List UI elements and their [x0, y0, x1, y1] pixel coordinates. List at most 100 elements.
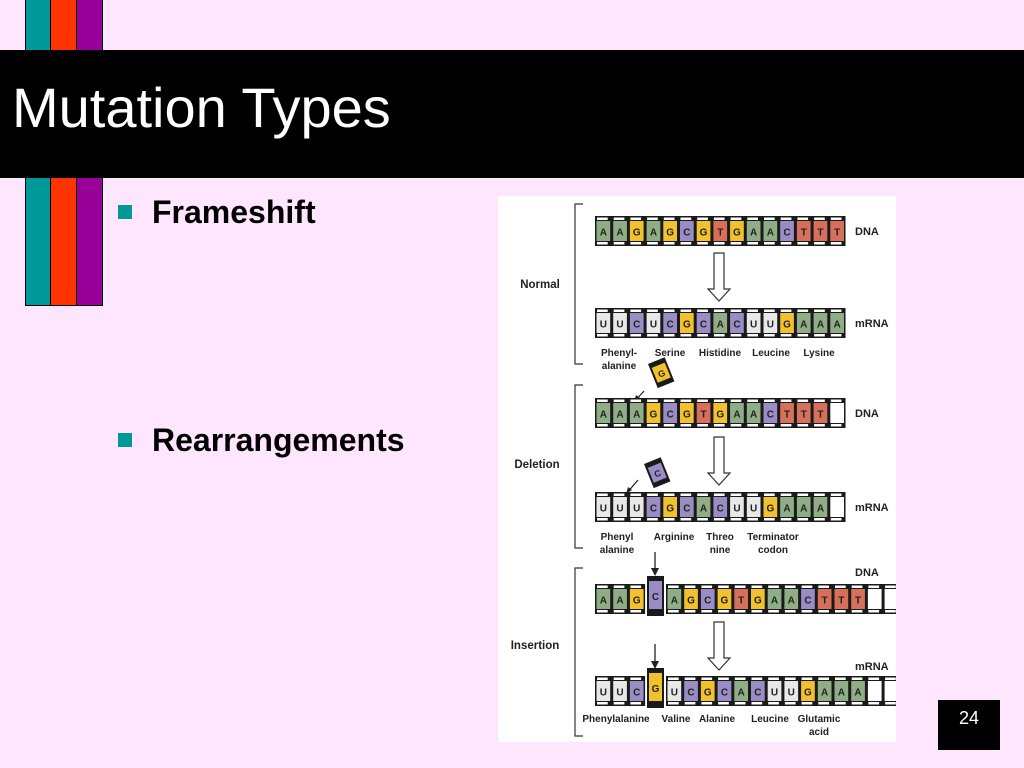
- nucleotide-base: G: [683, 320, 691, 331]
- sprocket-hole: [597, 334, 608, 337]
- nucleotide-base: T: [817, 228, 823, 239]
- sprocket-hole: [613, 217, 625, 220]
- nucleotide-base: G: [700, 228, 708, 239]
- nucleotide-cell: [751, 589, 765, 609]
- nucleotide-base: T: [855, 596, 861, 607]
- nucleotide-cell: [696, 221, 711, 241]
- insertion-pointer-arrow-icon: [651, 568, 659, 576]
- nucleotide-base: U: [616, 320, 623, 331]
- sprocket-hole: [851, 702, 863, 705]
- inserted-mrna-base: G: [652, 684, 660, 695]
- insertion-amino-acid: Alanine: [699, 714, 736, 725]
- sprocket-hole: [764, 424, 775, 427]
- sprocket-hole: [713, 334, 725, 337]
- sprocket-hole: [818, 702, 829, 705]
- sprocket-hole: [780, 399, 792, 402]
- deletion-amino-acid: Arginine: [654, 532, 695, 543]
- insertion-amino-acid: Leucine: [751, 714, 789, 725]
- nucleotide-base: C: [667, 410, 674, 421]
- sprocket-hole: [680, 309, 692, 312]
- sprocket-hole: [851, 677, 863, 680]
- sprocket-hole: [597, 217, 608, 220]
- sprocket-hole: [851, 610, 863, 613]
- nucleotide-cell: [596, 221, 611, 241]
- nucleotide-base: T: [801, 228, 807, 239]
- empty-cell: [830, 403, 844, 423]
- nucleotide-cell: [613, 681, 627, 701]
- deletion-amino-acid: Terminator: [747, 532, 799, 543]
- normal-amino-acid: Histidine: [699, 348, 742, 359]
- sprocket-hole: [630, 399, 642, 402]
- sprocket-hole: [630, 217, 642, 220]
- nucleotide-cell: [667, 681, 682, 701]
- sprocket-hole: [835, 702, 846, 705]
- sprocket-hole: [718, 702, 729, 705]
- sprocket-hole: [730, 217, 742, 220]
- nucleotide-cell: [834, 681, 849, 701]
- nucleotide-base: U: [733, 504, 740, 515]
- nucleotide-base: A: [771, 596, 778, 607]
- sprocket-hole: [830, 334, 842, 337]
- removed-dna-cell: [651, 362, 671, 383]
- sprocket-hole: [784, 610, 796, 613]
- sprocket-hole: [751, 585, 763, 588]
- sprocket-hole: [613, 242, 625, 245]
- sprocket-hole: [868, 677, 880, 680]
- nucleotide-cell: [696, 313, 711, 333]
- sprocket-hole: [835, 585, 846, 588]
- sprocket-hole: [718, 610, 729, 613]
- nucleotide-cell: [684, 589, 698, 609]
- nucleotide-cell: [801, 589, 815, 609]
- nucleotide-cell: [817, 589, 832, 609]
- sprocket-hole: [818, 585, 829, 588]
- sprocket-hole: [780, 242, 792, 245]
- sprocket-hole: [663, 217, 675, 220]
- sprocket-hole: [668, 702, 679, 705]
- sprocket-hole: [680, 217, 692, 220]
- empty-cell: [884, 681, 896, 701]
- sprocket-hole: [818, 610, 829, 613]
- nucleotide-base: U: [600, 688, 607, 699]
- sprocket-hole: [784, 702, 796, 705]
- sprocket-hole: [697, 518, 708, 521]
- sprocket-hole: [663, 518, 675, 521]
- sprocket-hole: [613, 677, 625, 680]
- sprocket-hole: [764, 309, 775, 312]
- nucleotide-cell: [646, 497, 661, 517]
- nucleotide-base: C: [633, 320, 640, 331]
- sprocket-hole: [597, 242, 608, 245]
- empty-cell: [867, 681, 882, 701]
- sprocket-hole: [647, 518, 658, 521]
- nucleotide-cell: [730, 221, 744, 241]
- sprocket-hole: [730, 309, 742, 312]
- nucleotide-cell: [663, 221, 677, 241]
- nucleotide-base: T: [801, 410, 807, 421]
- sprocket-hole: [701, 585, 713, 588]
- sprocket-hole: [830, 217, 842, 220]
- sprocket-hole: [680, 399, 692, 402]
- sprocket-hole: [680, 334, 692, 337]
- sprocket-hole: [630, 677, 642, 680]
- sprocket-hole: [780, 518, 792, 521]
- sprocket-hole: [830, 242, 842, 245]
- sprocket-hole: [830, 309, 842, 312]
- sprocket-hole: [764, 217, 775, 220]
- sprocket-hole: [647, 217, 658, 220]
- nucleotide-base: C: [683, 504, 690, 515]
- empty-cell: [830, 497, 844, 517]
- nucleotide-base: U: [750, 504, 757, 515]
- nucleotide-base: G: [721, 596, 729, 607]
- sprocket-hole: [784, 585, 796, 588]
- sprocket-hole: [684, 702, 696, 705]
- sprocket-hole: [718, 677, 729, 680]
- nucleotide-cell: [596, 313, 611, 333]
- sprocket-hole: [630, 424, 642, 427]
- sprocket-hole: [851, 585, 863, 588]
- nucleotide-base: U: [633, 504, 640, 515]
- normal-dna-label: DNA: [855, 226, 879, 238]
- deletion-bracket: [574, 384, 583, 549]
- bullet-square-icon: [118, 205, 132, 219]
- sprocket-hole: [613, 702, 625, 705]
- sprocket-hole: [713, 424, 725, 427]
- nucleotide-base: C: [633, 688, 640, 699]
